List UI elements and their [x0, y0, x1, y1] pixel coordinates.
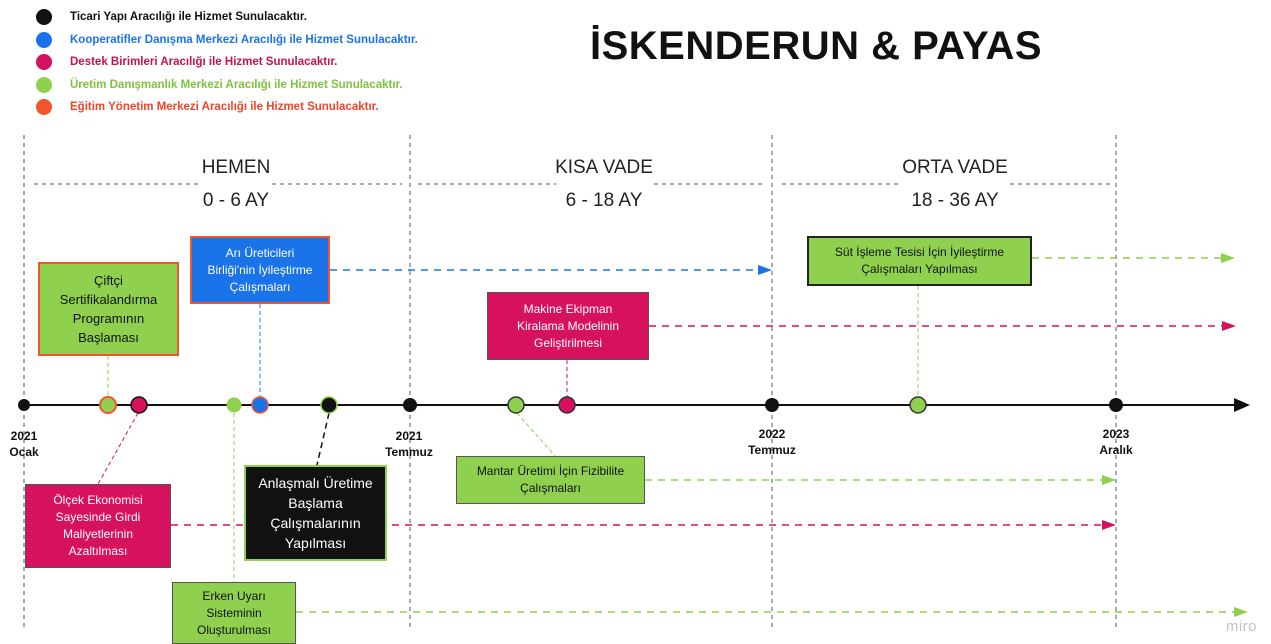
legend-dot — [36, 76, 52, 93]
legend-item-egitim: Eğitim Yönetim Merkezi Aracılığı ile Hiz… — [36, 96, 418, 119]
activity-label: Çiftçi Sertifikalandırma Programının Baş… — [59, 273, 158, 345]
activity-box-ciftci: Çiftçi Sertifikalandırma Programının Baş… — [38, 262, 179, 356]
legend-item-uretim: Üretim Danışmanlık Merkezi Aracılığı ile… — [36, 74, 418, 97]
activity-box-erken: Erken Uyarı Sisteminin Oluşturulması — [172, 582, 296, 644]
legend-label: Eğitim Yönetim Merkezi Aracılığı ile Hiz… — [70, 101, 379, 114]
phase-range: 18 - 36 AY — [911, 190, 999, 211]
timeline-node-green — [226, 397, 242, 413]
activity-box-mantar: Mantar Üretimi İçin Fizibilite Çalışmala… — [456, 456, 645, 504]
timeline-node-blue — [251, 396, 269, 414]
phase-name: KISA VADE — [555, 157, 653, 178]
timeline-arrowhead — [1234, 398, 1250, 412]
legend-label: Destek Birimleri Aracılığı ile Hizmet Su… — [70, 56, 338, 69]
activity-label: Ölçek Ekonomisi Sayesinde Girdi Maliyetl… — [53, 493, 143, 558]
phase-orta-vade: ORTA VADE 18 - 36 AY — [855, 153, 1055, 215]
timeline-node-black — [403, 398, 417, 412]
timeline-node-black — [1109, 398, 1123, 412]
date-label: 2023 Aralık — [1099, 427, 1133, 457]
phase-range: 6 - 18 AY — [565, 190, 643, 211]
duration-arrowhead — [1102, 475, 1116, 485]
legend: Ticari Yapı Aracılığı ile Hizmet Sunulac… — [36, 6, 418, 119]
duration-arrowhead — [1222, 321, 1236, 331]
timeline-node-orange — [99, 396, 117, 414]
timeline-node-black — [320, 396, 338, 414]
legend-dot — [36, 31, 52, 48]
legend-item-kooperatif: Kooperatifler Danışma Merkezi Aracılığı … — [36, 29, 418, 52]
activity-label: Makine Ekipman Kiralama Modelinin Gelişt… — [516, 301, 620, 350]
activity-box-sut: Süt İşleme Tesisi İçin İyileştirme Çalış… — [807, 236, 1032, 286]
date-label: 2021 Temmuz — [385, 429, 433, 459]
legend-dot — [36, 54, 52, 71]
duration-arrowhead — [1102, 520, 1116, 530]
legend-dot — [36, 9, 52, 26]
date-label: 2022 Temmuz — [748, 427, 796, 457]
timeline-node-green — [507, 396, 525, 414]
phase-name: ORTA VADE — [902, 157, 1008, 178]
connector-olcek — [97, 412, 139, 485]
timeline-node-pink — [130, 396, 148, 414]
connector-mantar — [516, 412, 556, 457]
miro-watermark: miro — [1225, 618, 1257, 635]
date-label: 2021 Ocak — [9, 429, 39, 459]
activity-box-anlasmali: Anlaşmalı Üretime Başlama Çalışmalarının… — [244, 465, 387, 561]
page-title: İSKENDERUN & PAYAS — [590, 24, 1043, 68]
legend-label: Kooperatifler Danışma Merkezi Aracılığı … — [70, 33, 418, 46]
activity-label: Mantar Üretimi İçin Fizibilite Çalışmala… — [476, 464, 625, 495]
duration-arrowhead — [1234, 607, 1248, 617]
activity-label: Erken Uyarı Sisteminin Oluşturulması — [196, 588, 272, 637]
activity-box-ari: Arı Üreticileri Birliği'nin İyileştirme … — [190, 236, 330, 304]
duration-arrowhead — [758, 265, 772, 275]
phase-range: 0 - 6 AY — [202, 190, 270, 211]
timeline-node-green — [909, 396, 927, 414]
connector-anlasmali — [316, 412, 330, 466]
timeline-node-pink — [558, 396, 576, 414]
duration-arrowhead — [1221, 253, 1235, 263]
timeline-node-black — [765, 398, 779, 412]
activity-label: Anlaşmalı Üretime Başlama Çalışmalarının… — [258, 475, 373, 551]
legend-label: Ticari Yapı Aracılığı ile Hizmet Sunulac… — [70, 11, 307, 24]
legend-dot — [36, 99, 52, 116]
activity-label: Arı Üreticileri Birliği'nin İyileştirme … — [207, 245, 313, 294]
timeline-node-black — [18, 399, 30, 411]
phase-hemen: HEMEN 0 - 6 AY — [136, 153, 336, 215]
activity-label: Süt İşleme Tesisi İçin İyileştirme Çalış… — [834, 245, 1005, 276]
phase-kisa-vade: KISA VADE 6 - 18 AY — [504, 153, 704, 215]
legend-item-ticari: Ticari Yapı Aracılığı ile Hizmet Sunulac… — [36, 6, 418, 29]
activity-box-makine: Makine Ekipman Kiralama Modelinin Gelişt… — [487, 292, 649, 360]
legend-label: Üretim Danışmanlık Merkezi Aracılığı ile… — [70, 78, 403, 91]
legend-item-destek: Destek Birimleri Aracılığı ile Hizmet Su… — [36, 51, 418, 74]
activity-box-olcek: Ölçek Ekonomisi Sayesinde Girdi Maliyetl… — [25, 484, 171, 568]
phase-name: HEMEN — [201, 157, 271, 178]
